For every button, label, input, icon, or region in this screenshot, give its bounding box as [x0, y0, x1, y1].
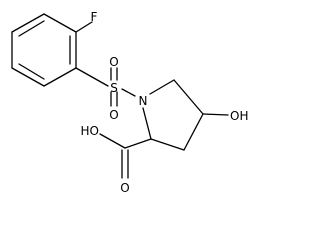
ring-bond-1 — [11, 13, 45, 33]
carboxyl-hydroxyl-label: HO — [81, 124, 99, 138]
carboxyl-hydroxyl-bond — [99, 133, 126, 149]
pyrrolidine-n-c5 — [149, 79, 175, 95]
aryl-sulfur-bond — [75, 67, 109, 87]
sulfur-label: S — [110, 81, 118, 95]
ring-bond-4 — [43, 67, 77, 87]
sulfur-nitrogen-bond — [121, 88, 136, 97]
pyrrolidine-c5-c4 — [173, 79, 204, 115]
sulfonyl-oxygen-top-label: O — [109, 55, 118, 69]
carbonyl-oxygen-label: O — [120, 181, 129, 195]
c4-hydroxyl-bond — [202, 113, 229, 116]
nitrogen-label: N — [139, 94, 148, 108]
carbon-fluorine-bond — [75, 21, 93, 33]
pyrrolidine-c4-c3 — [183, 113, 204, 151]
pyrrolidine-c3-c2 — [150, 138, 185, 151]
ring-bond-5 — [11, 67, 45, 87]
fluorine-label: F — [91, 10, 98, 24]
structure-diagram: F S O O N OH HO O — [11, 10, 248, 195]
benzene-ring — [11, 13, 77, 87]
c2-carboxyl-bond — [124, 138, 152, 149]
pyrrolidine-ring — [142, 79, 204, 151]
pyrrolidine-c2-n — [142, 107, 152, 140]
ring-double-bond-3 — [18, 63, 45, 80]
sulfonyl-oxygen-bottom-label: O — [109, 108, 118, 122]
ring-bond-2 — [43, 13, 77, 33]
ring-double-bond-1 — [18, 20, 45, 37]
hydroxyl-label: OH — [230, 109, 248, 123]
